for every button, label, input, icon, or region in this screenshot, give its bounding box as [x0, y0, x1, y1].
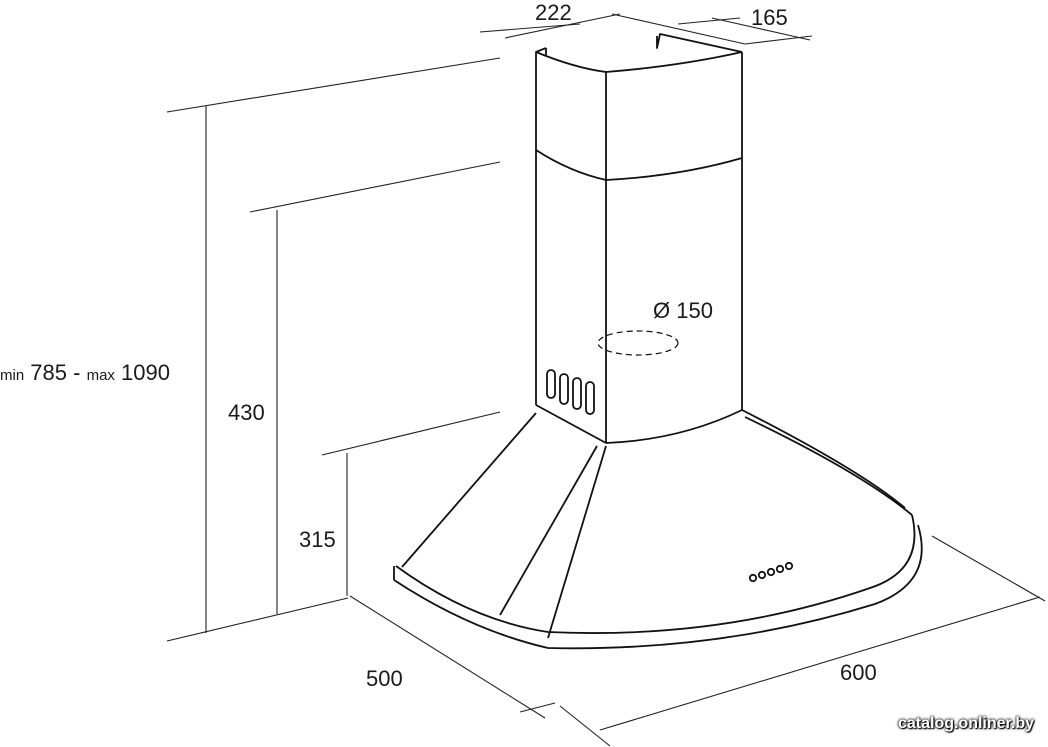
hood-height-label: 315: [299, 527, 336, 552]
hood-body: [393, 409, 923, 650]
top-width-label: 222: [535, 0, 572, 25]
control-buttons: [748, 561, 794, 583]
vent-slots: [546, 369, 595, 415]
vertical-dimension-lines: [205, 106, 348, 633]
watermark: catalog.onliner.by: [897, 715, 1034, 732]
max-prefix: max: [86, 367, 115, 384]
height-range-label: min 785 - max 1090: [0, 362, 170, 384]
max-value: 1090: [121, 360, 170, 385]
top-dimension-lines: [479, 13, 813, 45]
top-depth-label: 165: [751, 5, 788, 30]
depth-label: 500: [366, 666, 403, 691]
chimney: [535, 33, 743, 444]
bottom-dimension-lines: [349, 535, 1046, 747]
duct-diameter-label: Ø 150: [653, 298, 713, 323]
width-label: 600: [840, 660, 877, 685]
chimney-height-label: 430: [228, 400, 265, 425]
min-value: 785 -: [30, 360, 81, 385]
duct-outlet: [597, 330, 679, 356]
reference-lines: [166, 57, 501, 642]
min-prefix: min: [0, 367, 25, 384]
